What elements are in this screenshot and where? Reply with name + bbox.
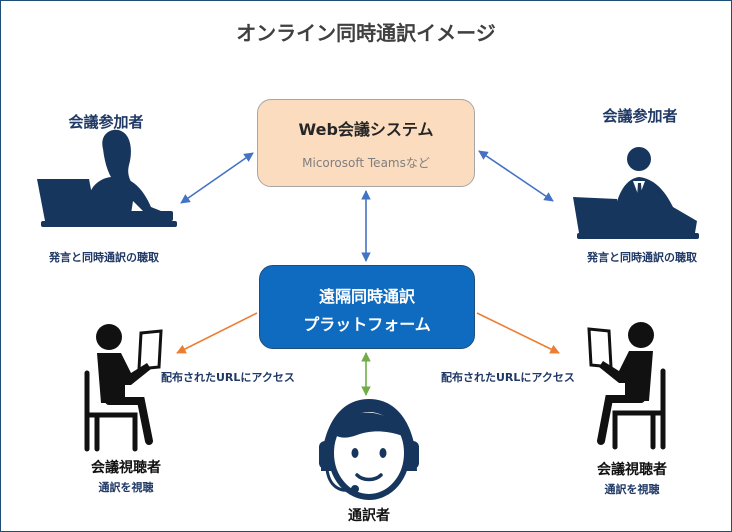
participant-right-figure-icon — [573, 147, 699, 239]
platform-title-line2: プラットフォーム — [303, 315, 431, 334]
arrow-platform-viewer-left — [176, 312, 258, 354]
web-meeting-title: Web会議システム — [298, 120, 434, 139]
participant-left-note: 発言と同時通訳の聴取 — [49, 251, 159, 264]
interpretation-platform-box: 遠隔同時通訳 プラットフォーム — [259, 265, 475, 349]
viewer-right-label: 会議視聴者 — [597, 462, 667, 478]
interpreter-headset-icon — [319, 399, 419, 500]
participant-left-figure-icon — [37, 129, 177, 227]
arrow-platform-viewer-right — [476, 312, 560, 354]
viewer-right-figure-icon — [587, 322, 666, 450]
interpreter-label: 通訳者 — [348, 508, 390, 524]
arrow-participant-left-web — [180, 152, 254, 204]
diagram-title: オンライン同時通訳イメージ — [236, 21, 496, 45]
web-meeting-subtitle: Micorosoft Teamsなど — [302, 156, 430, 170]
participant-right-label: 会議参加者 — [602, 107, 678, 125]
viewer-left-access-label: 配布されたURLにアクセス — [161, 371, 295, 384]
viewer-left-figure-icon — [84, 324, 163, 452]
arrow-participant-right-web — [478, 150, 554, 202]
platform-title-line1: 遠隔同時通訳 — [318, 287, 415, 306]
viewer-right-note: 通訳を視聴 — [604, 483, 660, 496]
participant-left-label: 会議参加者 — [68, 113, 144, 131]
web-meeting-system-box: Web会議システム Micorosoft Teamsなど — [257, 99, 475, 187]
viewer-right-access-label: 配布されたURLにアクセス — [441, 371, 575, 384]
viewer-left-label: 会議視聴者 — [91, 460, 161, 476]
viewer-left-note: 通訳を視聴 — [98, 481, 154, 494]
participant-right-note: 発言と同時通訳の聴取 — [587, 251, 697, 264]
